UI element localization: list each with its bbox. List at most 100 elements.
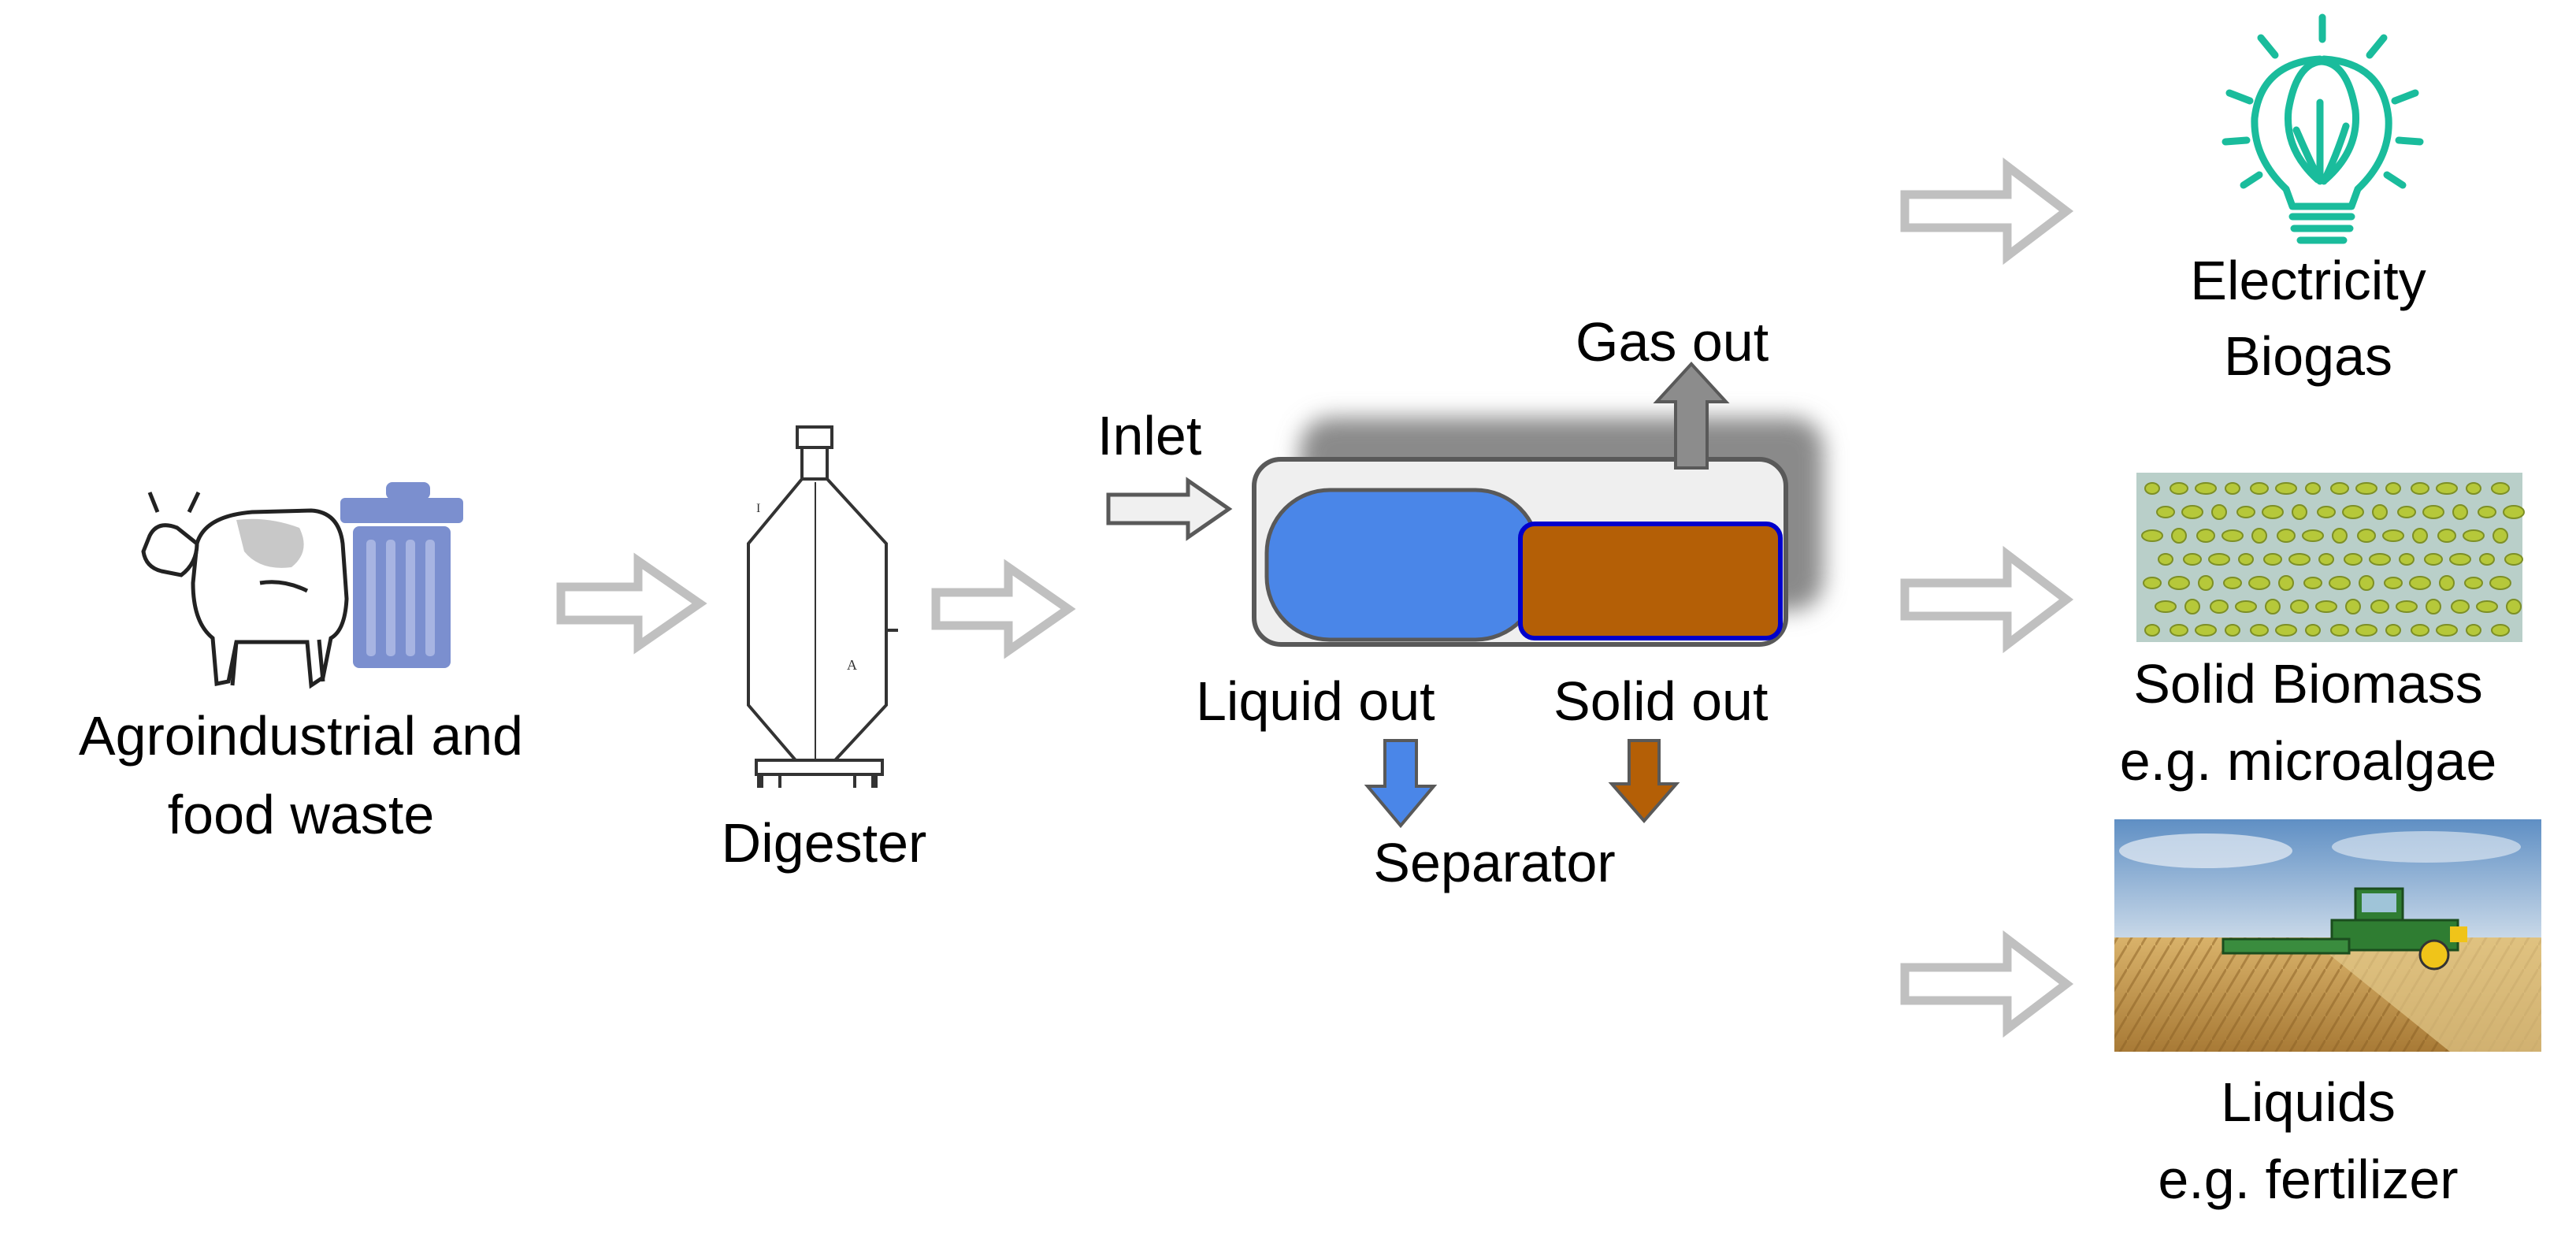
algae-cell: [2504, 553, 2523, 566]
algae-cell: [2277, 529, 2296, 543]
algae-cell: [2292, 504, 2307, 520]
algae-cell: [2466, 482, 2481, 495]
algae-cell: [2315, 600, 2337, 613]
algae-cell: [2345, 599, 2361, 614]
algae-cell: [2210, 600, 2229, 614]
digester-tank-icon: A I: [747, 425, 898, 788]
algae-cell: [2355, 482, 2377, 495]
liquid-phase: [1264, 488, 1541, 642]
algae-cell: [2370, 600, 2389, 614]
algae-cell: [2198, 575, 2214, 591]
flow-arrow-to-liquids: [1900, 930, 2074, 1038]
algae-cell: [2141, 529, 2163, 542]
algae-cell: [2208, 553, 2230, 566]
flow-arrow-waste-to-digester: [556, 552, 707, 655]
algae-cell: [2143, 577, 2162, 589]
algae-cell: [2251, 528, 2267, 544]
algae-cell: [2385, 482, 2401, 495]
algae-cell: [2225, 482, 2240, 495]
algae-cell: [2248, 576, 2270, 590]
algae-cell: [2489, 576, 2511, 590]
algae-cell: [2275, 482, 2297, 495]
separator-label: Separator: [1373, 832, 1615, 893]
algae-cell: [2476, 600, 2498, 613]
liquids-label-line2: e.g. fertilizer: [2158, 1149, 2458, 1210]
algae-cell: [2181, 505, 2203, 519]
algae-cell: [2463, 529, 2485, 542]
electricity-label-line1: Electricity: [2190, 250, 2426, 311]
flow-arrow-to-biomass: [1900, 545, 2074, 654]
inlet-arrow: [1106, 477, 1233, 541]
algae-cell: [2506, 599, 2522, 614]
algae-cell: [2290, 600, 2309, 614]
algae-cell: [2250, 624, 2269, 637]
gas-out-arrow: [1653, 362, 1730, 470]
algae-cell: [2318, 553, 2334, 566]
algae-cell: [2384, 577, 2403, 589]
algae-cell: [2278, 575, 2294, 591]
algae-cell: [2382, 529, 2404, 542]
algae-cell: [2409, 576, 2431, 590]
algae-cell: [2263, 553, 2282, 566]
algae-cell: [2355, 624, 2377, 637]
solid-out-arrow: [1608, 739, 1680, 824]
algae-cell: [2329, 576, 2351, 590]
algae-cell: [2195, 624, 2217, 637]
algae-cell: [2144, 624, 2160, 637]
algae-cell: [2466, 624, 2481, 637]
flow-arrow-digester-to-separator: [931, 559, 1076, 659]
solid-phase: [1518, 522, 1783, 640]
algae-cell: [2305, 624, 2321, 637]
algae-cell: [2372, 504, 2388, 520]
algae-cell: [2424, 553, 2443, 566]
algae-cell: [2385, 624, 2401, 637]
algae-cell: [2317, 506, 2336, 518]
algae-cell: [2449, 553, 2471, 566]
liquid-out-label: Liquid out: [1196, 670, 1435, 732]
algae-cell: [2492, 528, 2508, 544]
algae-cell: [2156, 506, 2175, 518]
algae-cell: [2262, 505, 2284, 519]
algae-cell: [2422, 505, 2444, 519]
light-bulb-icon: [2222, 13, 2424, 244]
algae-cell: [2478, 506, 2496, 518]
algae-cell: [2155, 600, 2177, 613]
algae-cell: [2344, 553, 2363, 566]
algae-cell: [2399, 553, 2415, 566]
algae-cell: [2195, 482, 2217, 495]
algae-cell: [2342, 505, 2364, 519]
algae-cell: [2265, 599, 2281, 614]
svg-text:I: I: [756, 502, 760, 515]
liquids-label-line1: Liquids: [2221, 1071, 2396, 1133]
algae-cell: [2330, 482, 2349, 495]
algae-cell: [2211, 504, 2227, 520]
algae-cell: [2491, 624, 2510, 637]
cow-icon: [141, 491, 349, 689]
algae-cell: [2225, 624, 2240, 637]
algae-cell: [2275, 624, 2297, 637]
algae-cell: [2439, 575, 2455, 591]
algae-cell: [2369, 553, 2391, 566]
algae-cell: [2183, 553, 2202, 566]
biomass-label-line1: Solid Biomass: [2133, 653, 2483, 715]
algae-cell: [2158, 553, 2173, 566]
algae-cell: [2464, 577, 2483, 589]
algae-cell: [2170, 482, 2188, 495]
algae-cell: [2302, 529, 2324, 542]
algae-cell: [2222, 529, 2244, 542]
algae-cell: [2426, 599, 2441, 614]
algae-cell: [2303, 577, 2322, 589]
algae-cell: [2236, 506, 2255, 518]
svg-text:A: A: [847, 657, 857, 673]
solid-out-label: Solid out: [1553, 670, 1768, 732]
algae-cell: [2235, 600, 2257, 613]
algae-cell: [2491, 482, 2510, 495]
flow-arrow-to-electricity: [1900, 157, 2074, 265]
algae-cell: [2436, 624, 2458, 637]
algae-cell: [2359, 575, 2374, 591]
algae-cell: [2437, 529, 2456, 543]
algae-cell: [2451, 600, 2470, 614]
algae-cell: [2397, 506, 2416, 518]
algae-cell: [2171, 528, 2187, 544]
